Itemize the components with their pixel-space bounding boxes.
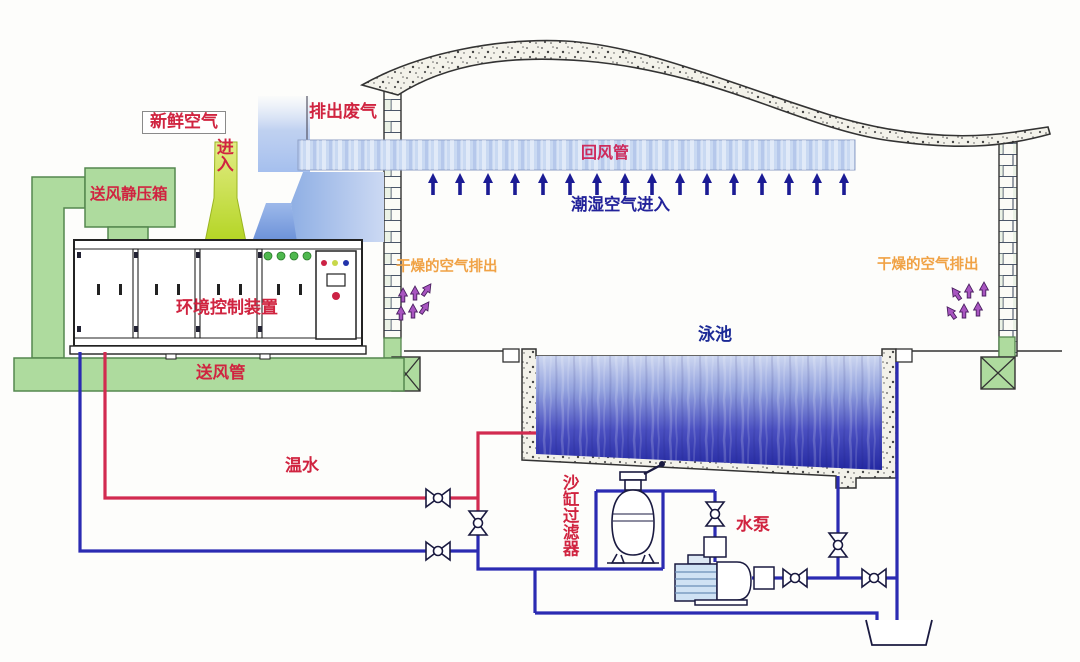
valve-pump-suction — [782, 568, 808, 588]
return-duct-label: 回风管 — [581, 145, 630, 162]
exhaust-air-plume — [252, 96, 384, 242]
control-panel — [315, 250, 357, 340]
filter-valve-handle — [643, 463, 662, 476]
dry-air-arrows-right — [943, 281, 989, 322]
pipe-valves — [425, 488, 887, 588]
dry-air-label-left: 干燥的空气排出 — [396, 259, 498, 275]
control-display — [326, 273, 346, 287]
left-wall-brick-column — [383, 89, 402, 339]
door-handles — [97, 284, 302, 295]
pool-left-gutter — [502, 348, 520, 363]
supply-plenum-box — [84, 167, 176, 228]
valve-bypass — [468, 510, 488, 536]
sand-filter — [607, 460, 665, 564]
humid-air-arrows — [428, 173, 849, 195]
filter-multiport-valve — [619, 471, 647, 481]
pipe-fitting — [753, 566, 775, 590]
control-unit-label: 环境控制装置 — [176, 298, 278, 317]
right-wall-footing — [980, 336, 1016, 390]
unit-base — [69, 345, 367, 355]
pool-label: 泳池 — [698, 325, 732, 344]
pool-right-gutter — [895, 348, 913, 363]
pipe-fitting — [703, 536, 727, 558]
valve-overflow-line — [861, 568, 887, 588]
curved-roof — [359, 39, 1051, 148]
circulation-pump — [674, 554, 752, 606]
pump-base — [694, 599, 748, 606]
valve-pool-drain — [828, 532, 848, 558]
door-hinges — [77, 252, 262, 332]
valve-filter-inlet — [705, 501, 725, 527]
warm-water-pipe — [103, 352, 536, 512]
water-pump-label: 水泵 — [736, 515, 770, 534]
pool-water-pipe — [78, 352, 899, 620]
supply-plenum-label: 送风静压箱 — [90, 186, 168, 203]
swimming-pool — [502, 348, 913, 489]
warm-water-label: 温水 — [285, 456, 319, 475]
pump-motor — [674, 563, 718, 602]
valve-return-water — [425, 541, 451, 561]
fresh-air-label: 新鲜空气 — [142, 111, 226, 134]
valve-warm-water — [425, 488, 451, 508]
humid-air-label: 潮湿空气进入 — [571, 196, 670, 214]
drain-tank — [865, 619, 933, 646]
sand-filter-label: 沙缸过滤器 — [560, 474, 579, 557]
exhaust-air-label: 排出废气 — [309, 102, 377, 121]
right-wall-brick-column — [998, 141, 1018, 357]
air-handling-unit — [69, 239, 367, 360]
unit-indicator-lights — [263, 251, 312, 261]
dry-air-label-right: 干燥的空气排出 — [877, 257, 979, 273]
return-air-duct — [297, 139, 856, 171]
fresh-air-label-vertical: 进入 — [213, 138, 233, 172]
dry-air-arrows-left — [396, 280, 435, 321]
pump-housing — [716, 561, 752, 601]
control-button — [332, 292, 340, 300]
supply-duct-label: 送风管 — [196, 364, 246, 382]
